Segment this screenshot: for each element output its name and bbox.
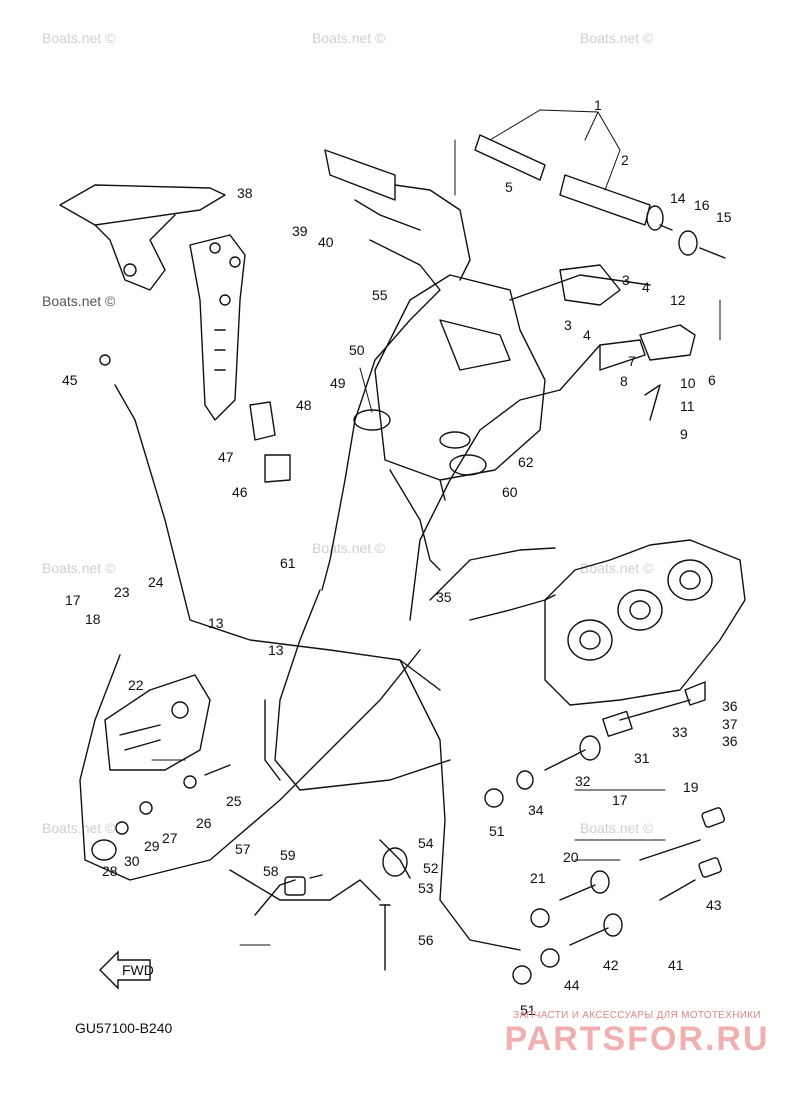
- callout-30: 30: [124, 853, 140, 869]
- callout-44: 44: [564, 977, 580, 993]
- callout-51: 51: [520, 1002, 536, 1018]
- callout-18: 18: [85, 611, 101, 627]
- callout-62: 62: [518, 454, 534, 470]
- brand-watermark: ЗАПЧАСТИ И АКСЕССУАРЫ ДЛЯ МОТОТЕХНИКИ PA…: [487, 1010, 787, 1057]
- callout-numbers: 1 2 3 3 4 4 5 6 7 8 9 10 11 12 13 13 14 …: [62, 97, 738, 1018]
- callout-35: 35: [436, 589, 452, 605]
- callout-3: 3: [564, 317, 572, 333]
- callout-4: 4: [583, 327, 591, 343]
- callout-31: 31: [634, 750, 650, 766]
- cables: [79, 239, 601, 951]
- callout-53: 53: [418, 880, 434, 896]
- callout-60: 60: [502, 484, 518, 500]
- cable-fittings: [484, 681, 725, 985]
- callout-20: 20: [563, 849, 579, 865]
- callout-52: 52: [423, 860, 439, 876]
- callout-46: 46: [232, 484, 248, 500]
- watermark: Boats.net ©: [42, 560, 116, 576]
- watermark: Boats.net ©: [580, 820, 654, 836]
- carburetor-assembly: [544, 539, 746, 706]
- callout-34: 34: [528, 802, 544, 818]
- callout-40: 40: [318, 234, 334, 250]
- callout-57: 57: [235, 841, 251, 857]
- callout-13: 13: [268, 642, 284, 658]
- callout-36: 36: [722, 698, 738, 714]
- callout-32: 32: [575, 773, 591, 789]
- callout-6: 6: [708, 372, 716, 388]
- callout-59: 59: [280, 847, 296, 863]
- hardware-small: [91, 354, 411, 971]
- callout-21: 21: [530, 870, 546, 886]
- callout-16: 16: [694, 197, 710, 213]
- callout-49: 49: [330, 375, 346, 391]
- callout-45: 45: [62, 372, 78, 388]
- callout-56: 56: [418, 932, 434, 948]
- callout-1: 1: [594, 97, 602, 113]
- forward-arrow: [99, 950, 151, 990]
- callout-17: 17: [612, 792, 628, 808]
- callout-42: 42: [603, 957, 619, 973]
- callout-7: 7: [628, 353, 636, 369]
- callout-41: 41: [668, 957, 684, 973]
- callout-43: 43: [706, 897, 722, 913]
- brand-tagline: ЗАПЧАСТИ И АКСЕССУАРЫ ДЛЯ МОТОТЕХНИКИ: [513, 1010, 761, 1021]
- callout-33: 33: [672, 724, 688, 740]
- watermark: Boats.net ©: [42, 820, 116, 836]
- watermark: Boats.net ©: [580, 30, 654, 46]
- callout-51: 51: [489, 823, 505, 839]
- callout-24: 24: [148, 574, 164, 590]
- callout-28: 28: [102, 863, 118, 879]
- callout-13: 13: [208, 615, 224, 631]
- callout-11: 11: [680, 398, 695, 414]
- callout-29: 29: [144, 838, 160, 854]
- callout-50: 50: [349, 342, 365, 358]
- watermark: Boats.net ©: [42, 30, 116, 46]
- callout-19: 19: [683, 779, 699, 795]
- throttle-housing: [599, 324, 696, 421]
- callout-58: 58: [263, 863, 279, 879]
- watermark: Boats.net ©: [312, 540, 386, 556]
- callout-55: 55: [372, 287, 388, 303]
- callout-8: 8: [620, 373, 628, 389]
- callout-47: 47: [218, 449, 234, 465]
- steering-column: [353, 274, 546, 571]
- callout-48: 48: [296, 397, 312, 413]
- callout-15: 15: [716, 209, 732, 225]
- callout-27: 27: [162, 830, 178, 846]
- callout-22: 22: [128, 677, 144, 693]
- watermark: Boats.net ©: [312, 30, 386, 46]
- throttle-lever-assembly: [59, 184, 291, 483]
- callout-12: 12: [670, 292, 686, 308]
- brand-name: PARTSFOR.RU: [504, 1020, 770, 1058]
- callout-17: 17: [65, 592, 81, 608]
- callout-3: 3: [622, 272, 630, 288]
- callout-37: 37: [722, 716, 738, 732]
- callout-23: 23: [114, 584, 130, 600]
- callout-36: 36: [722, 733, 738, 749]
- fwd-label: FWD: [122, 962, 154, 978]
- callout-38: 38: [237, 185, 253, 201]
- callout-9: 9: [680, 426, 688, 442]
- handlebar: [324, 149, 651, 306]
- callout-5: 5: [505, 179, 513, 195]
- callout-2: 2: [621, 152, 629, 168]
- cable-bracket: [104, 674, 211, 771]
- callout-10: 10: [680, 375, 696, 391]
- callout-14: 14: [670, 190, 686, 206]
- callout-61: 61: [280, 555, 296, 571]
- diagram-code: GU57100-B240: [75, 1020, 173, 1036]
- callout-39: 39: [292, 223, 308, 239]
- callout-4: 4: [642, 279, 650, 295]
- right-grip: [474, 134, 726, 259]
- callout-26: 26: [196, 815, 212, 831]
- callout-25: 25: [226, 793, 242, 809]
- leader-lines: [151, 109, 721, 946]
- callout-54: 54: [418, 835, 434, 851]
- watermark: Boats.net ©: [42, 293, 116, 309]
